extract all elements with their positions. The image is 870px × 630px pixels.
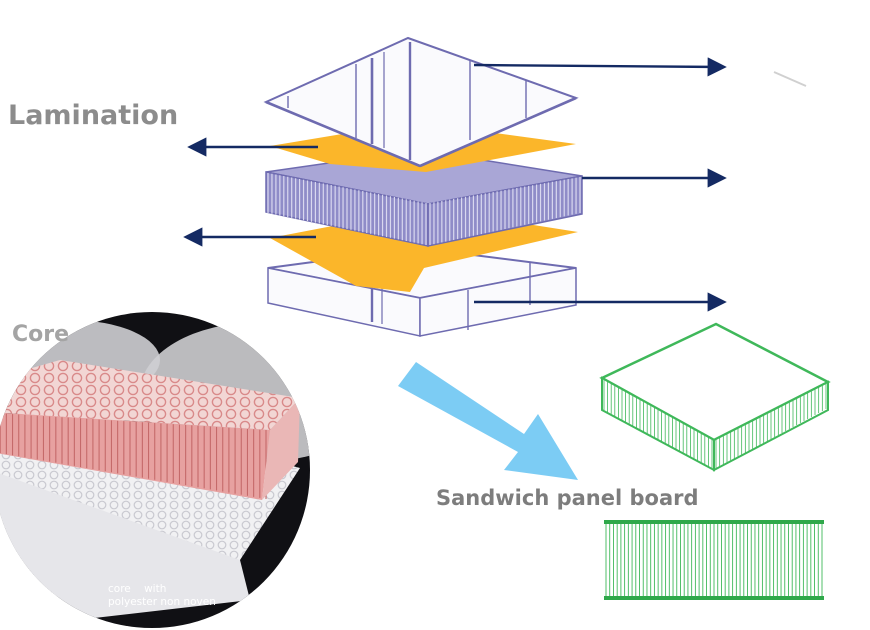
- sandwich-panel-cross-section: [604, 520, 824, 600]
- arrow-top-skin-icon: [473, 57, 727, 77]
- photo-caption: core with polyester non noven: [108, 583, 216, 609]
- photo-caption-line2: polyester non noven: [108, 596, 216, 608]
- photo-caption-line1: core with: [108, 583, 167, 595]
- core-photo: [0, 312, 310, 628]
- top-skin-sheet: [263, 36, 579, 168]
- sandwich-panel-3d: [599, 322, 831, 472]
- flow-arrow-icon: [398, 362, 578, 480]
- lamination-label: Lamination: [8, 100, 179, 131]
- sandwich-panel-label: Sandwich panel board: [436, 486, 699, 510]
- scratch-mark: [773, 71, 807, 87]
- core-label: Core: [12, 322, 70, 347]
